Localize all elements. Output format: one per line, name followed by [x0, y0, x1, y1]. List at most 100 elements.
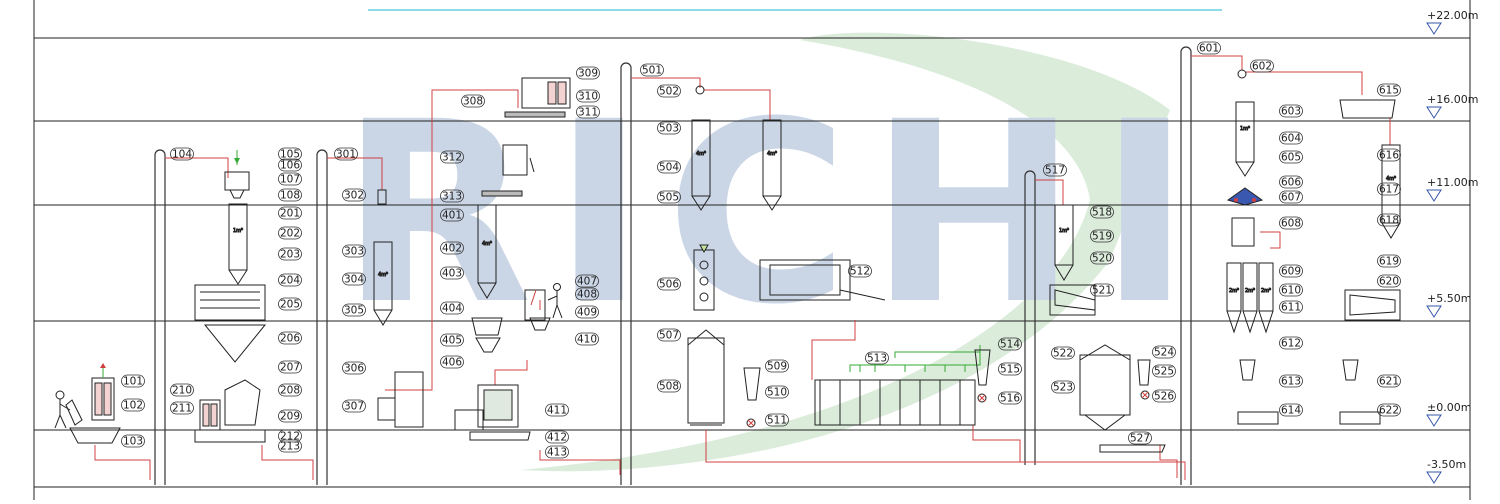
cyclone-509: [743, 367, 761, 401]
callout-number: 610: [1281, 285, 1301, 297]
callout-bubble: [765, 359, 789, 373]
distributor-602: [1237, 69, 1247, 79]
callout-610: 610: [1279, 283, 1303, 297]
callout-bubble: [1152, 345, 1176, 359]
callout-612: 612: [1279, 336, 1303, 350]
callout-number: 409: [577, 307, 597, 319]
callout-512: 512: [848, 264, 872, 278]
callout-bubble: [278, 206, 302, 220]
callout-number: 515: [1000, 364, 1020, 376]
bin-capacity: 1m³: [1059, 228, 1069, 234]
sifter-620: [1344, 289, 1401, 321]
callout-bubble: [640, 63, 664, 77]
callout-bubble: [1279, 336, 1303, 350]
callout-bubble: [1279, 175, 1303, 189]
level-markers: +22.00m +16.00m +11.00m +5.50m ±0.00m -3…: [1426, 9, 1478, 484]
callout-104: 104: [170, 147, 194, 161]
callout-bubble: [170, 147, 194, 161]
callout-413: 413: [545, 445, 569, 459]
callout-bubble: [278, 226, 302, 240]
callout-number: 619: [1379, 256, 1399, 268]
callout-bubble: [342, 399, 366, 413]
callout-bubble: [1090, 205, 1114, 219]
callout-number: 212: [280, 431, 300, 443]
callout-bubble: [1051, 346, 1075, 360]
intake-pit: [69, 427, 121, 444]
callout-number: 505: [659, 192, 679, 204]
callout-203: 203: [278, 247, 302, 261]
callout-number: 507: [659, 330, 679, 342]
level-label: +22.00m: [1427, 9, 1478, 22]
callout-number: 512: [850, 266, 870, 278]
callout-bubble: [342, 244, 366, 258]
callout-304: 304: [342, 272, 366, 286]
callout-bubble: [278, 188, 302, 202]
callout-518: 518: [1090, 205, 1114, 219]
callout-618: 618: [1377, 213, 1401, 227]
level-triangle-icon: [1426, 414, 1442, 427]
callout-bubble: [440, 189, 464, 203]
bin-503: [691, 119, 711, 197]
callout-number: 607: [1281, 192, 1301, 204]
callout-607: 607: [1279, 190, 1303, 204]
cyclone-524: [1137, 359, 1151, 386]
callout-number: 524: [1154, 347, 1174, 359]
callout-number: 411: [547, 405, 567, 417]
callout-bubble: [1377, 374, 1401, 388]
callout-bubble: [657, 121, 681, 135]
callout-bubble: [170, 383, 194, 397]
packer-621: [1342, 359, 1359, 381]
callout-number: 306: [344, 363, 364, 375]
callout-bubble: [342, 303, 366, 317]
callout-bubble: [1279, 264, 1303, 278]
callout-bubble: [1051, 380, 1075, 394]
bin-616: [1381, 144, 1401, 224]
bin-capacity: 1m³: [1240, 126, 1250, 132]
callout-number: 404: [442, 303, 462, 315]
level-label: ±0.00m: [1427, 401, 1471, 414]
callout-103: 103: [121, 434, 145, 448]
callout-bubble: [1279, 374, 1303, 388]
bin-capacity: 4m³: [696, 151, 706, 157]
callout-bubble: [1279, 283, 1303, 297]
level-label: +11.00m: [1427, 176, 1478, 189]
green-bus: [849, 345, 981, 372]
bin-518: [1054, 204, 1074, 266]
callout-bubble: [1279, 131, 1303, 145]
callout-406: 406: [440, 355, 464, 369]
cyclone-514: [974, 349, 991, 386]
conveyor-412: [469, 431, 531, 441]
callout-410: 410: [575, 332, 599, 346]
callout-105: 105: [278, 147, 302, 161]
callout-bubble: [545, 403, 569, 417]
callout-622: 622: [1377, 403, 1401, 417]
callout-number: 413: [547, 447, 567, 459]
callout-number: 305: [344, 305, 364, 317]
callout-bubble: [576, 105, 600, 119]
distributor-502: [695, 85, 705, 95]
callout-number: 620: [1379, 276, 1399, 288]
callout-bubble: [334, 147, 358, 161]
callout-bubble: [1279, 216, 1303, 230]
callout-209: 209: [278, 409, 302, 423]
callout-number: 302: [344, 190, 364, 202]
callout-number: 516: [1000, 393, 1020, 405]
callout-bubble: [278, 429, 302, 443]
callout-bubble: [1377, 213, 1401, 227]
callout-211: 211: [170, 401, 194, 415]
callout-519: 519: [1090, 229, 1114, 243]
callout-number: 410: [577, 334, 597, 346]
level-label: +5.50m: [1427, 292, 1471, 305]
cyclone-312: [502, 144, 528, 176]
bin-capacity: 4m³: [378, 272, 388, 278]
callout-bubble: [278, 360, 302, 374]
callout-bubble: [765, 413, 789, 427]
hopper-206: [203, 324, 267, 363]
callout-bubble: [440, 333, 464, 347]
bin-capacity: 2m³: [1261, 288, 1271, 294]
scale-622: [1339, 411, 1381, 425]
bin-capacity: 4m³: [482, 241, 492, 247]
callout-311: 311: [576, 105, 600, 119]
callout-605: 605: [1279, 150, 1303, 164]
